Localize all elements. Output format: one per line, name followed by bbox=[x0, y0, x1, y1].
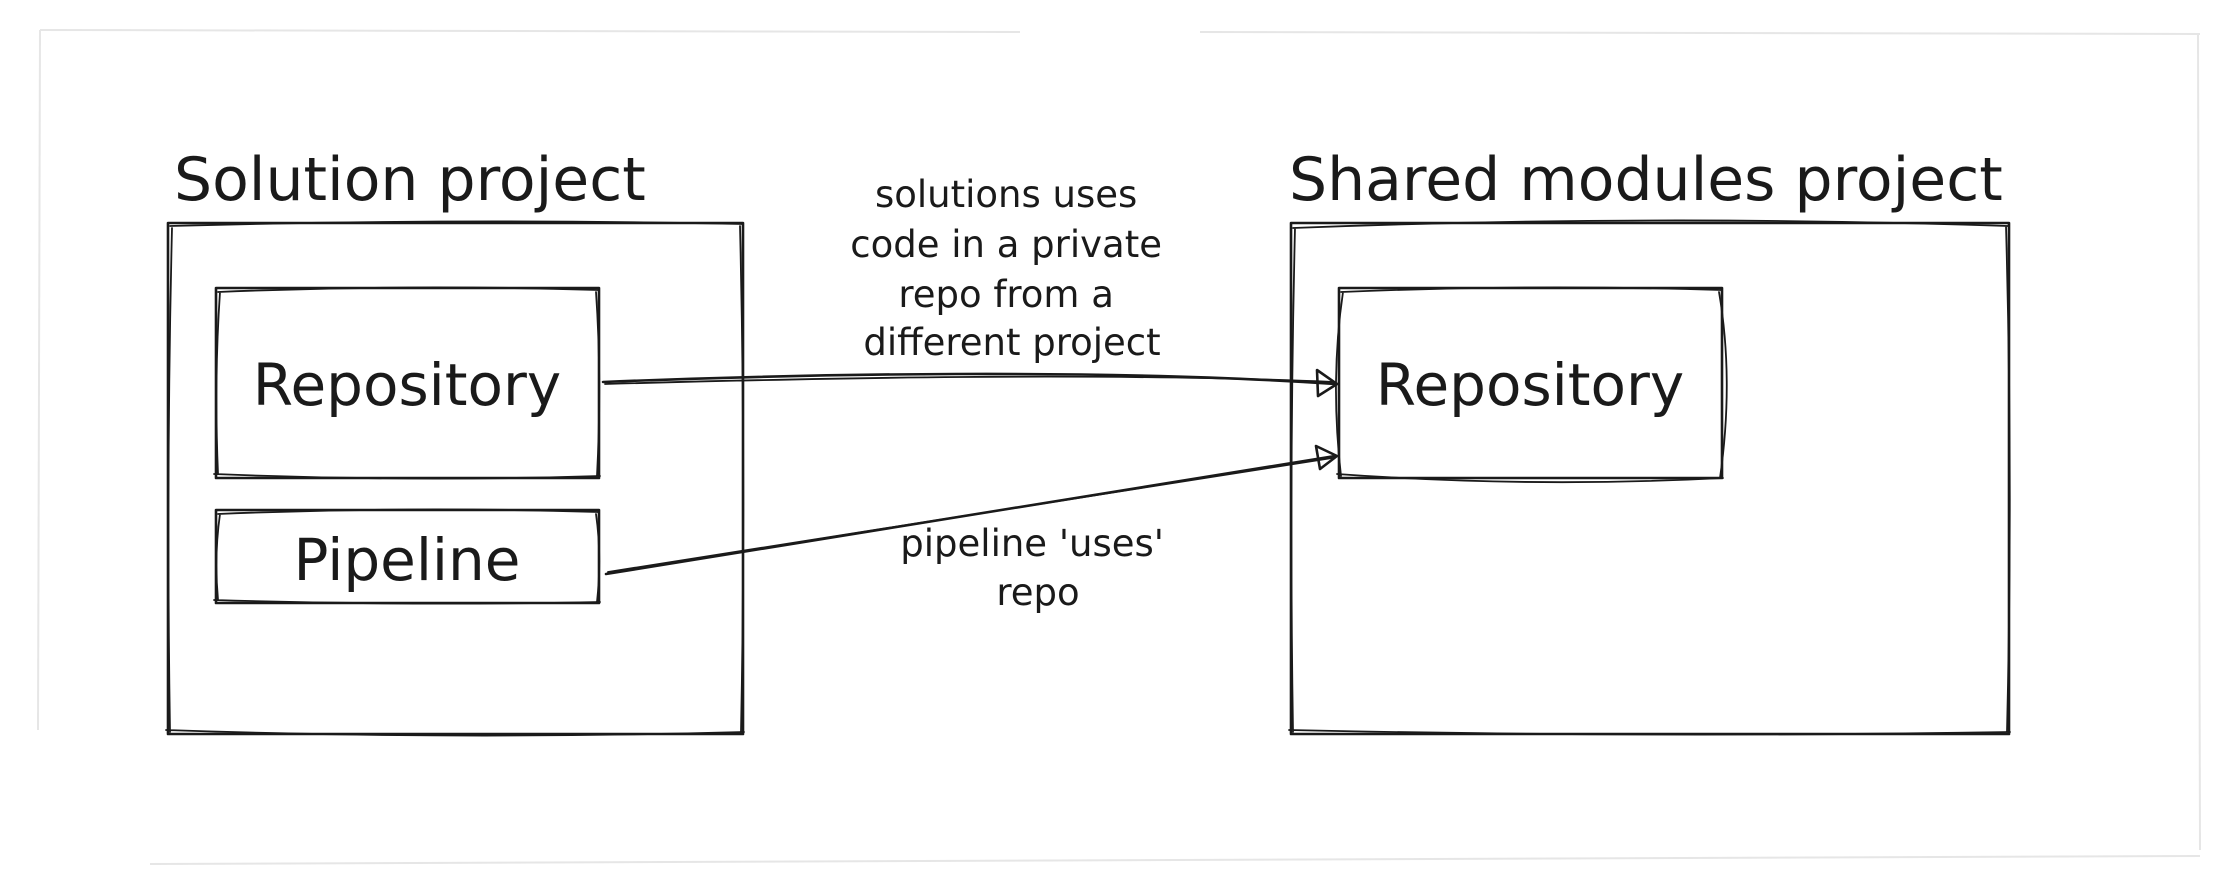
edge-repo-to-repo[interactable]: solutions uses code in a private repo fr… bbox=[601, 173, 1339, 398]
group-title-shared: Shared modules project bbox=[1289, 145, 2003, 215]
group-shared-modules-project[interactable]: Shared modules project bbox=[1288, 145, 2011, 736]
group-frame-solution-sketch bbox=[165, 220, 745, 737]
node-shared-repository[interactable]: Repository bbox=[1335, 286, 1728, 484]
edge-label-line: code in a private bbox=[850, 223, 1162, 266]
node-sketch-shared-repository bbox=[1335, 286, 1728, 484]
node-sketch-solution-repository bbox=[213, 286, 601, 480]
node-solution-pipeline[interactable]: Pipeline bbox=[213, 508, 601, 605]
node-sketch-solution-pipeline bbox=[213, 508, 601, 605]
node-label-shared-repository: Repository bbox=[1376, 351, 1684, 419]
edge-pipeline-to-repo[interactable]: pipeline 'uses' repo bbox=[604, 444, 1339, 614]
group-frame-shared-sketch bbox=[1288, 219, 2011, 736]
edge-line-pipeline-to-repo-sketch bbox=[607, 457, 1333, 573]
edge-label-line: repo from a bbox=[898, 273, 1114, 316]
node-label-solution-repository: Repository bbox=[253, 351, 561, 419]
edge-label-repo-to-repo: solutions uses code in a private repo fr… bbox=[850, 173, 1174, 364]
group-solution-project[interactable]: Solution project bbox=[165, 145, 745, 737]
edge-label-line: different project bbox=[863, 321, 1160, 364]
edge-label-line: repo bbox=[996, 571, 1079, 614]
arrowhead-pipeline-to-repo bbox=[1314, 444, 1339, 471]
edge-line-repo-to-repo-sketch bbox=[604, 375, 1335, 385]
node-solution-repository[interactable]: Repository bbox=[213, 286, 601, 480]
arrowhead-repo-to-repo bbox=[1315, 368, 1339, 398]
edge-label-line: pipeline 'uses' bbox=[900, 522, 1164, 565]
group-title-solution: Solution project bbox=[174, 145, 646, 215]
edge-label-pipeline-to-repo: pipeline 'uses' repo bbox=[900, 522, 1175, 614]
node-label-solution-pipeline: Pipeline bbox=[294, 526, 521, 594]
frame-lines bbox=[37, 29, 2201, 865]
edge-label-line: solutions uses bbox=[875, 173, 1137, 216]
